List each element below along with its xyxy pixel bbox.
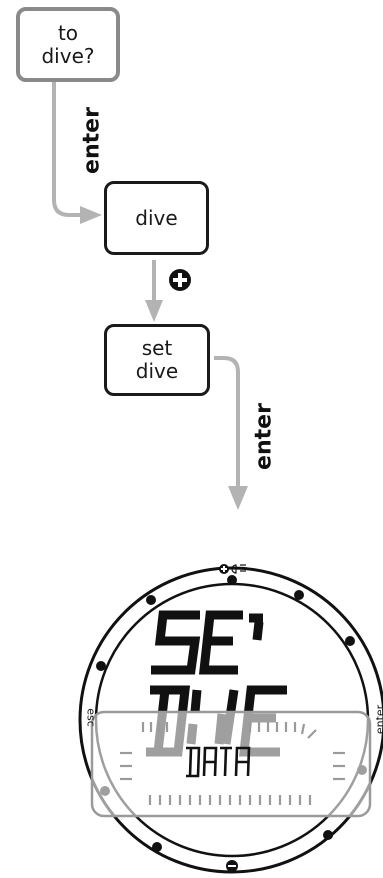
- enter-arrow-2: [214, 356, 240, 488]
- plus-circle-icon: [169, 269, 191, 291]
- to-dive-line-1: to: [57, 20, 79, 45]
- to-dive-box: to dive?: [16, 7, 120, 82]
- dive-box: dive: [104, 181, 209, 255]
- esc-button-label: esc: [84, 708, 98, 727]
- enter-arrow-1-head: [80, 206, 102, 224]
- dive-label: dive: [135, 205, 178, 230]
- display-panel: [90, 710, 372, 818]
- enter-arrow-1: [52, 82, 82, 217]
- plus-light-button-icon: [219, 564, 246, 574]
- to-dive-line-2: dive?: [41, 43, 95, 68]
- set-dive-line-1: set: [141, 336, 173, 360]
- display-data: [186, 746, 251, 778]
- set-dive-line-2: dive: [135, 359, 179, 383]
- plus-arrow-head: [145, 300, 163, 322]
- display-set: [151, 610, 264, 675]
- enter-button-label: enter: [373, 704, 383, 735]
- minus-button-icon: [226, 860, 238, 872]
- set-dive-box: set dive: [104, 324, 210, 396]
- enter-arrow-2-head: [228, 486, 248, 510]
- display-ticks: [120, 722, 345, 805]
